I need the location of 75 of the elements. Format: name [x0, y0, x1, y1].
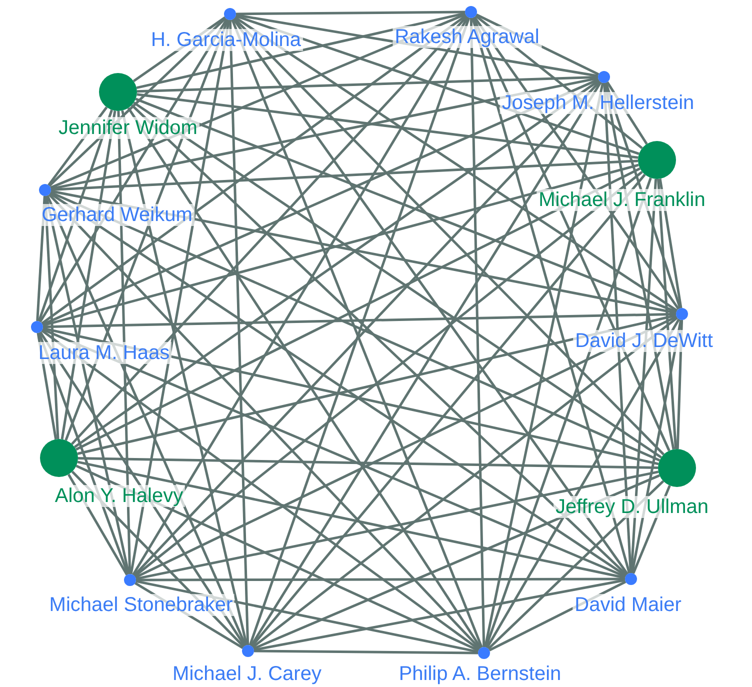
connection-line	[41, 330, 480, 650]
connection-line	[471, 17, 631, 574]
connection-line	[50, 76, 598, 190]
connection-line	[42, 327, 659, 466]
large-node-circle	[638, 141, 676, 179]
author-name: Michael J. Franklin	[536, 189, 708, 211]
connection-line	[50, 190, 676, 314]
connection-line	[132, 16, 469, 576]
connection-line	[42, 78, 600, 326]
connection-line	[78, 457, 658, 469]
connection-line	[50, 191, 660, 462]
connection-line	[134, 170, 643, 578]
connection-line	[233, 17, 665, 456]
connection-line	[76, 464, 480, 652]
connection-line	[236, 10, 466, 16]
connection-line	[49, 192, 627, 577]
connection-line	[486, 318, 680, 648]
connection-line	[484, 82, 604, 648]
connection-line	[130, 20, 230, 574]
author-name: Jeffrey D. Ullman	[554, 496, 710, 518]
connection-line	[134, 315, 678, 579]
connection-line	[133, 102, 662, 458]
author-name: David J. DeWitt	[573, 330, 715, 352]
connection-line	[135, 98, 677, 313]
connection-line	[228, 20, 250, 646]
author-name: Alon Y. Halevy	[52, 485, 186, 507]
large-node-circle	[658, 449, 696, 487]
connection-line	[136, 578, 625, 582]
node-circle	[31, 321, 43, 333]
connection-line	[42, 328, 626, 578]
connection-line	[136, 580, 478, 654]
connection-line	[41, 14, 467, 324]
author-name: Gerhard Weikum	[40, 204, 194, 226]
connection-line	[42, 164, 639, 327]
connection-line	[48, 194, 481, 650]
node-circle	[598, 71, 610, 83]
connection-line	[235, 14, 640, 156]
connection-line	[232, 18, 629, 575]
connection-line	[236, 14, 598, 78]
connection-line	[74, 79, 600, 448]
connection-line	[77, 460, 626, 579]
node-circle	[465, 6, 477, 18]
connection-line	[42, 312, 676, 328]
connection-line	[70, 16, 468, 445]
connection-line	[136, 12, 466, 90]
connection-line	[50, 160, 638, 191]
connection-line	[121, 110, 248, 646]
connection-line	[136, 93, 638, 159]
node-circle	[478, 647, 490, 659]
node-circle	[224, 8, 236, 20]
node-circle	[625, 573, 637, 585]
connection-line	[470, 18, 486, 648]
connection-line	[136, 470, 659, 580]
author-name: Laura M. Haas	[36, 342, 172, 364]
node-circle	[676, 308, 688, 320]
connection-line	[136, 76, 598, 93]
connection-line	[254, 578, 626, 652]
connection-line	[254, 650, 478, 654]
author-name: Rakesh Agrawal	[392, 26, 542, 48]
node-circle	[124, 574, 136, 586]
node-circle	[39, 184, 51, 196]
author-name: Jennifer Widom	[56, 117, 200, 139]
connection-line	[250, 174, 646, 648]
connection-line	[127, 107, 482, 649]
connection-line	[75, 167, 641, 451]
large-node-circle	[40, 439, 78, 477]
connection-line	[487, 480, 664, 650]
connection-line	[484, 178, 652, 648]
connection-line	[77, 314, 676, 455]
large-node-circle	[99, 73, 137, 111]
connection-line	[234, 16, 678, 312]
connection-line	[253, 474, 660, 650]
connection-line	[250, 81, 602, 647]
connection-line	[252, 316, 678, 648]
node-circle	[242, 645, 254, 657]
